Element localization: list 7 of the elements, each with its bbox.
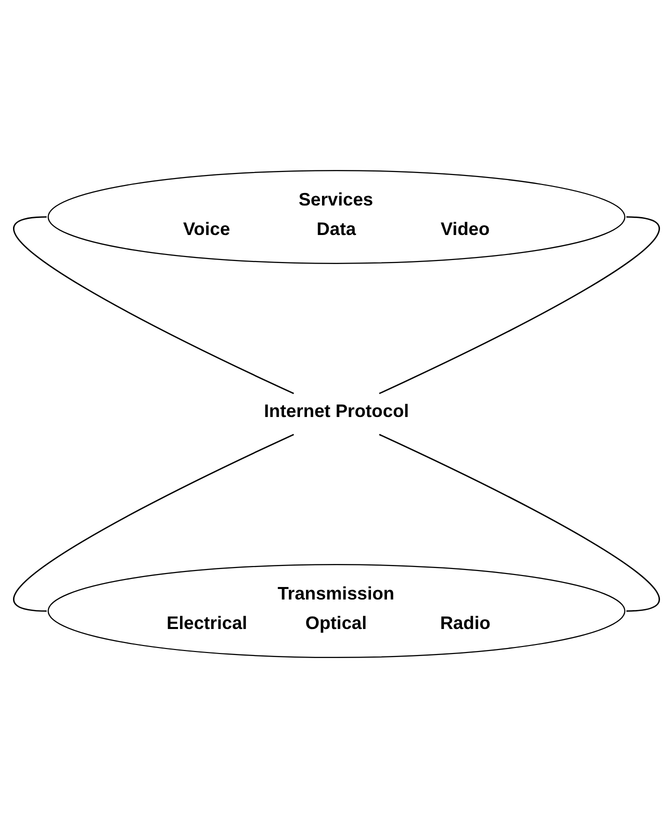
node-ellipse: Services Voice Data Video xyxy=(47,169,625,264)
connector xyxy=(13,433,294,612)
node-ellipse: Transmission Electrical Optical Radio xyxy=(47,564,625,658)
node-text: Internet Protocol xyxy=(264,400,408,421)
connector xyxy=(378,216,659,394)
connector xyxy=(13,216,294,394)
connector xyxy=(378,433,659,612)
